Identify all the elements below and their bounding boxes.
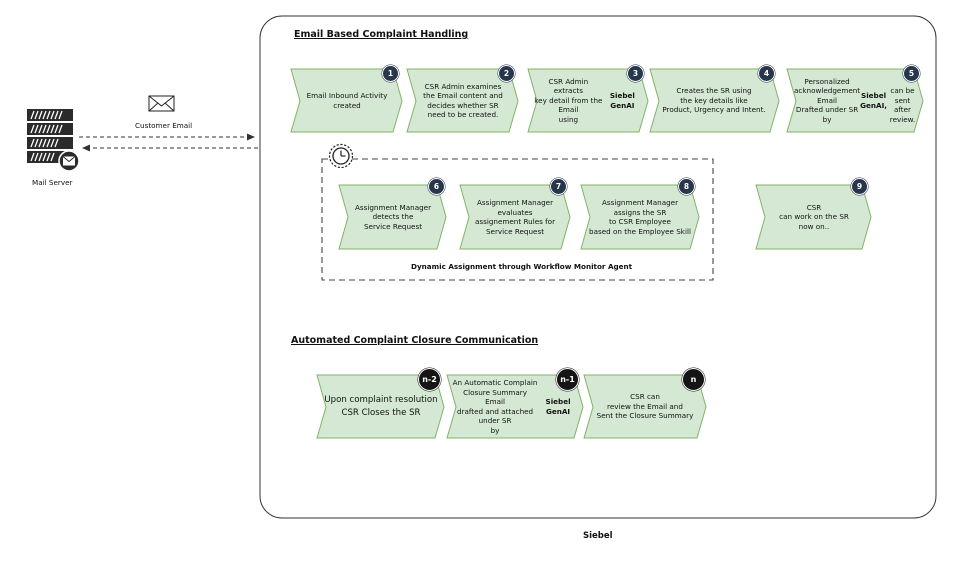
step-8-text: Assignment Manager assigns the SR to CSR… [589,198,691,236]
section-title-closure-communication: Automated Complaint Closure Communicatio… [291,335,539,346]
step-4-badge: 4 [758,65,775,82]
step-2-text: CSR Admin examines the Email content and… [423,81,503,120]
step-7-badge: 7 [550,178,567,195]
step-n-badge: n [682,368,705,391]
step-n-text: CSR can review the Email and Sent the Cl… [596,392,694,421]
step-n-2-text: Upon complaint resolution CSR Closes the… [324,395,438,418]
step-5-text: Personalized acknowledgement Email Draft… [794,76,916,124]
step-3-text: CSR Admin extracts key detail from the E… [534,76,635,124]
step-n-1-text: An Automatic Complain Closure Summary Em… [452,378,571,435]
mail-server-label: Mail Server [32,178,73,187]
step-5-badge: 5 [903,65,920,82]
step-n-2-badge: n-2 [418,368,441,391]
siebel-container [259,15,937,519]
step-8-badge: 8 [678,178,695,195]
step-7-text: Assignment Manager evaluates assignement… [474,198,556,236]
section-title-email-handling: Email Based Complaint Handling [294,29,469,40]
workflow-label: Dynamic Assignment through Workflow Moni… [411,262,633,271]
step-4-text: Creates the SR using the key details lik… [662,86,766,115]
step-6-text: Assignment Manager detects the Service R… [354,202,432,231]
step-n-1-badge: n-1 [556,368,579,391]
step-6-badge: 6 [428,178,445,195]
envelope-icon [148,95,175,112]
step-3-badge: 3 [627,65,644,82]
step-1-text: Email Inbound Activity created [306,91,388,110]
step-1-badge: 1 [382,65,399,82]
clock-icon [328,143,354,169]
step-9-text: CSR can work on the SR now on.. [779,202,849,231]
step-2-badge: 2 [498,65,515,82]
customer-email-label: Customer Email [135,121,193,130]
step-9-badge: 9 [851,178,868,195]
workflow-monitor-group [321,158,714,281]
siebel-container-label: Siebel [583,531,613,541]
mail-server-icon [27,109,80,172]
